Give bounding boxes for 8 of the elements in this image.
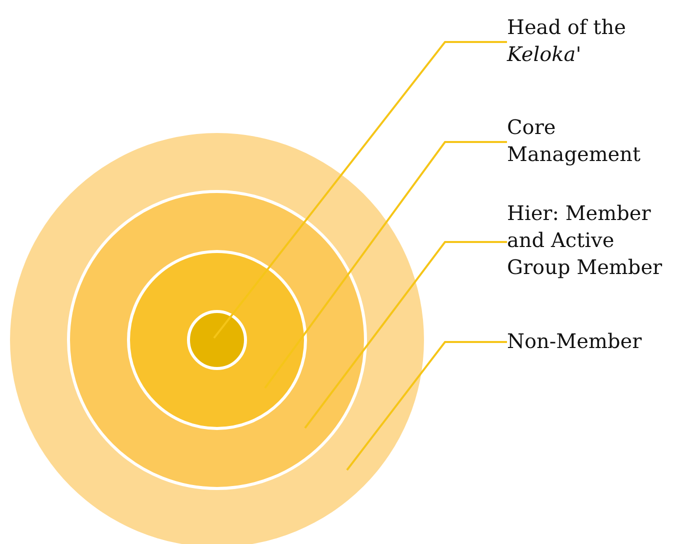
- ring-label: Hier: Member and Active Group Member: [507, 200, 675, 281]
- leader-line: [346, 341, 507, 471]
- ring-label: Non-Member: [507, 328, 693, 355]
- leader-line: [213, 41, 507, 339]
- leader-line: [304, 241, 507, 429]
- leader-line: [264, 141, 507, 389]
- ring-label: Core Management: [507, 114, 647, 168]
- ring-label: Head of the Keloka': [507, 14, 647, 68]
